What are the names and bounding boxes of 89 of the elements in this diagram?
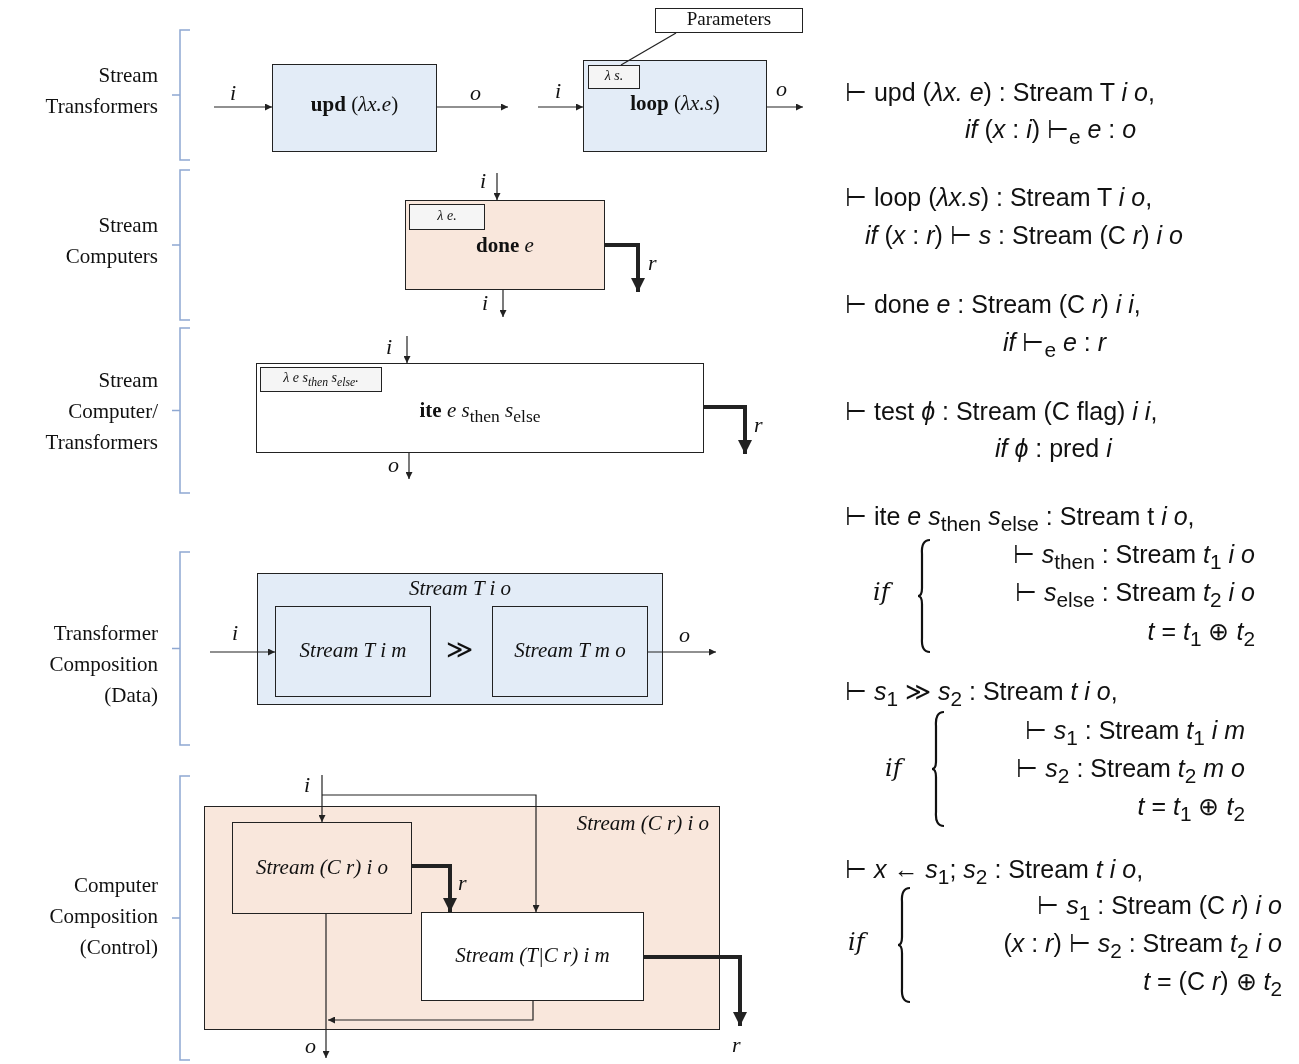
edge-label: i bbox=[480, 168, 487, 194]
edge-label: o bbox=[776, 76, 787, 102]
process-box bbox=[583, 60, 767, 152]
typing-rule: ⊢ loop (λx.s) : Stream T i o, bbox=[845, 183, 1153, 212]
section-label: Stream Computer/ Transformers bbox=[44, 367, 158, 456]
arrow bbox=[322, 913, 330, 1059]
arrow bbox=[499, 289, 507, 318]
arrow bbox=[321, 794, 540, 913]
parameter-tag bbox=[409, 204, 485, 230]
typing-rule: (x : r) ⊢ s$_{2}$ : Stream t$_{2}$ i o bbox=[1003, 929, 1282, 963]
typing-rule: ⊢ done e : Stream (C r) i i, bbox=[845, 290, 1141, 319]
arrow bbox=[209, 648, 276, 656]
process-box bbox=[275, 606, 431, 697]
typing-rule: ⊢ x ← s$_{1}$; s$_{2}$ : Stream t i o, bbox=[845, 855, 1144, 889]
arrow bbox=[704, 405, 752, 454]
box-title: Stream T i o bbox=[408, 576, 512, 601]
process-box bbox=[272, 64, 437, 152]
section-label: Stream Computers bbox=[64, 212, 158, 270]
section-label: Computer Composition (Control) bbox=[48, 872, 158, 961]
box-text: upd (λx.e) bbox=[310, 92, 399, 117]
leader-line bbox=[620, 32, 677, 66]
arrow bbox=[605, 243, 645, 292]
arrow bbox=[412, 864, 457, 912]
box-text: λ s. bbox=[604, 68, 624, 84]
section-label: Stream Transformers bbox=[44, 62, 158, 120]
box-text: λ e. bbox=[437, 208, 457, 224]
box-text: Stream T i m bbox=[299, 638, 407, 663]
arrow bbox=[493, 172, 501, 201]
typing-rule: if ϕ : pred i bbox=[995, 434, 1112, 463]
edge-label: i bbox=[230, 80, 237, 106]
process-box bbox=[232, 822, 412, 914]
arrow bbox=[318, 774, 326, 823]
box-text: Parameters bbox=[686, 8, 772, 30]
typing-rule: ⊢ test ϕ : Stream (C flag) i i, bbox=[845, 397, 1158, 426]
callout-box bbox=[655, 8, 803, 33]
process-box bbox=[492, 606, 648, 697]
box-text: Stream (C r) i o bbox=[255, 855, 389, 880]
arrow bbox=[436, 103, 509, 111]
edge-label: i bbox=[304, 772, 311, 798]
box-text: ite e s$_{then}$ s$_{else}$ bbox=[419, 398, 541, 428]
box-text: loop (λx.s) bbox=[630, 91, 720, 116]
typing-rule: if (x : i) ⊢$_{e}$ e : o bbox=[965, 115, 1137, 149]
box-text: done e bbox=[476, 233, 534, 258]
typing-rule: t = t$_{1}$ ⊕ t$_{2}$ bbox=[1147, 617, 1255, 651]
box-text: Stream (T|C r) i m bbox=[455, 943, 610, 968]
arrow bbox=[327, 1000, 534, 1024]
typing-rule: ⊢ s$_{1}$ : Stream (C r) i o bbox=[1037, 891, 1282, 925]
typing-rule: t = (C r) ⊕ t$_{2}$ bbox=[1143, 967, 1282, 1001]
edge-label: o bbox=[305, 1033, 316, 1059]
edge-label: o bbox=[679, 622, 690, 648]
box-title: Stream (C r) i o bbox=[576, 811, 709, 836]
edge-label: r bbox=[754, 412, 763, 438]
edge-label: r bbox=[458, 870, 467, 896]
edge-label: r bbox=[648, 250, 657, 276]
arrow bbox=[405, 452, 413, 480]
edge-label: i bbox=[232, 620, 239, 646]
typing-rule: ⊢ s$_{1}$ : Stream t$_{1}$ i m bbox=[1024, 716, 1245, 750]
arrow bbox=[644, 955, 747, 1026]
typing-rule: ⊢ s$_{1}$ ≫ s$_{2}$ : Stream t i o, bbox=[845, 677, 1118, 711]
parameter-tag bbox=[260, 367, 382, 392]
section-label: Transformer Composition (Data) bbox=[48, 620, 158, 709]
edge-label: r bbox=[732, 1032, 741, 1058]
parameter-tag bbox=[588, 65, 640, 89]
process-box bbox=[405, 200, 605, 290]
edge-label: i bbox=[386, 334, 393, 360]
arrow bbox=[213, 103, 273, 111]
edge-label: o bbox=[470, 80, 481, 106]
process-box bbox=[256, 363, 704, 453]
edge-label: i bbox=[482, 290, 489, 316]
box-text: λ e s$_{then}$ s$_{else}$. bbox=[283, 370, 359, 389]
box-text: Stream T m o bbox=[514, 638, 626, 663]
arrow bbox=[403, 335, 411, 364]
typing-rule: ⊢ s$_{else}$ : Stream t$_{2}$ i o bbox=[1015, 578, 1255, 612]
process-box bbox=[421, 912, 644, 1001]
typing-rule: if ⊢$_{e}$ e : r bbox=[1003, 328, 1107, 362]
typing-rule: ⊢ s$_{then}$ : Stream t$_{1}$ i o bbox=[1012, 540, 1255, 574]
typing-rule: ⊢ ite e s$_{then}$ s$_{else}$ : Stream t i o, bbox=[845, 502, 1195, 536]
composite-box bbox=[204, 806, 720, 1030]
composite-box bbox=[257, 573, 663, 705]
arrow bbox=[766, 103, 804, 111]
arrow bbox=[647, 648, 717, 656]
typing-rule: ⊢ upd (λx. e) : Stream T i o, bbox=[845, 78, 1155, 107]
typing-rule: ⊢ s$_{2}$ : Stream t$_{2}$ m o bbox=[1016, 754, 1245, 788]
arrow bbox=[537, 103, 584, 111]
edge-label: i bbox=[555, 78, 562, 104]
edge-label: o bbox=[388, 452, 399, 478]
typing-rule: t = t$_{1}$ ⊕ t$_{2}$ bbox=[1137, 792, 1245, 826]
typing-rule: if (x : r) ⊢ s : Stream (C r) i o bbox=[865, 221, 1183, 250]
composition-symbol: ≫ bbox=[446, 634, 474, 664]
